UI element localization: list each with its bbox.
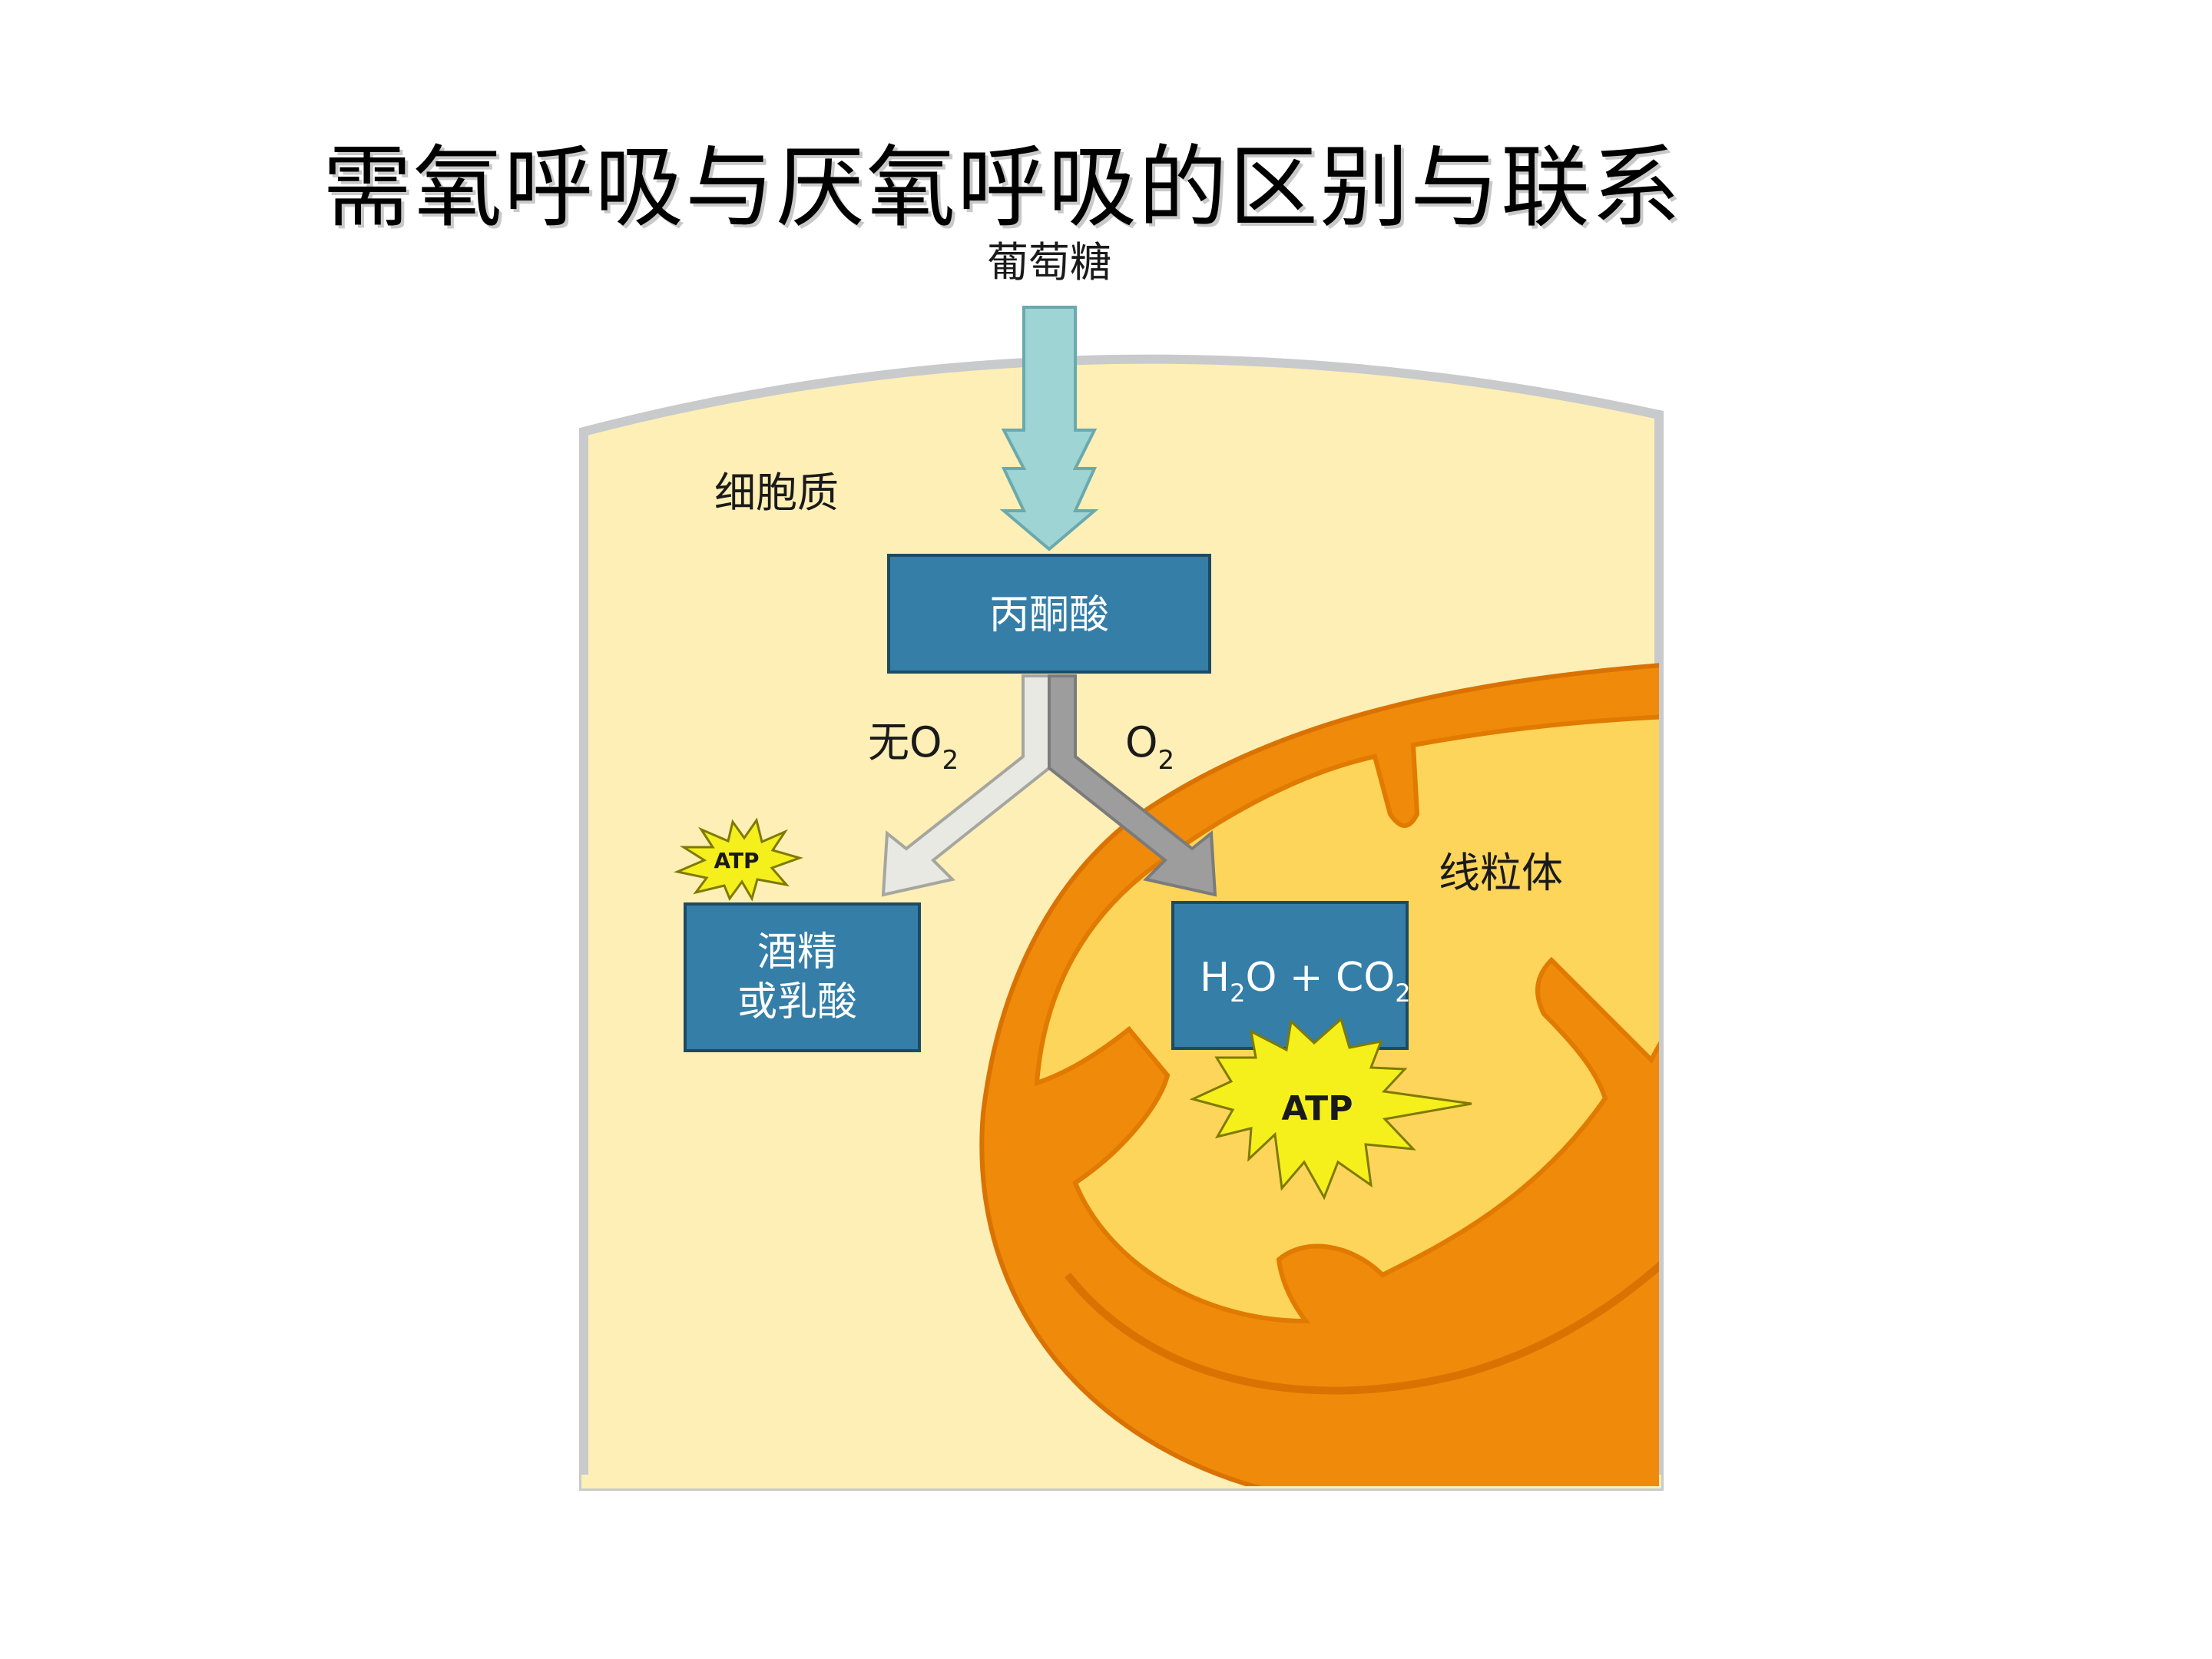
- atp-large-label: ATP: [1282, 1089, 1353, 1128]
- pyruvate-box: [887, 554, 1211, 674]
- atp-star-large: [1189, 1017, 1472, 1200]
- oxygen-text: O: [1125, 718, 1158, 767]
- mitochondrion-label: 线粒体: [1439, 849, 1563, 897]
- mitochondrion-lower-crista: [1065, 1195, 1659, 1395]
- glucose-arrow: [999, 306, 1099, 551]
- no-oxygen-label: 无O2: [868, 718, 959, 776]
- anaerobic-product-line1: 酒精: [757, 929, 837, 975]
- anaerobic-product-line2: 或乳酸: [737, 979, 857, 1025]
- anaerobic-product-box: [684, 902, 921, 1052]
- atp-star-small: [674, 817, 803, 902]
- glucose-label: 葡萄糖: [987, 238, 1111, 286]
- no-oxygen-text: 无O: [868, 718, 942, 767]
- page-title: 需氧呼吸与厌氧呼吸的区别与联系: [323, 136, 1682, 240]
- aerobic-rest: O + CO: [1245, 955, 1395, 1001]
- oxygen-subscript: 2: [1158, 745, 1175, 776]
- cytoplasm-label: 细胞质: [714, 469, 839, 517]
- atp-small-label: ATP: [714, 848, 759, 873]
- aerobic-h-subscript: 2: [1230, 979, 1245, 1008]
- arrow-oxygen: [1048, 674, 1217, 897]
- aerobic-product-label: H2O + CO2: [1200, 955, 1411, 1008]
- aerobic-h: H: [1200, 955, 1230, 1001]
- aerobic-co2-subscript: 2: [1395, 979, 1410, 1008]
- oxygen-label: O2: [1125, 718, 1174, 776]
- pyruvate-label: 丙酮酸: [989, 592, 1109, 638]
- no-oxygen-subscript: 2: [942, 745, 959, 776]
